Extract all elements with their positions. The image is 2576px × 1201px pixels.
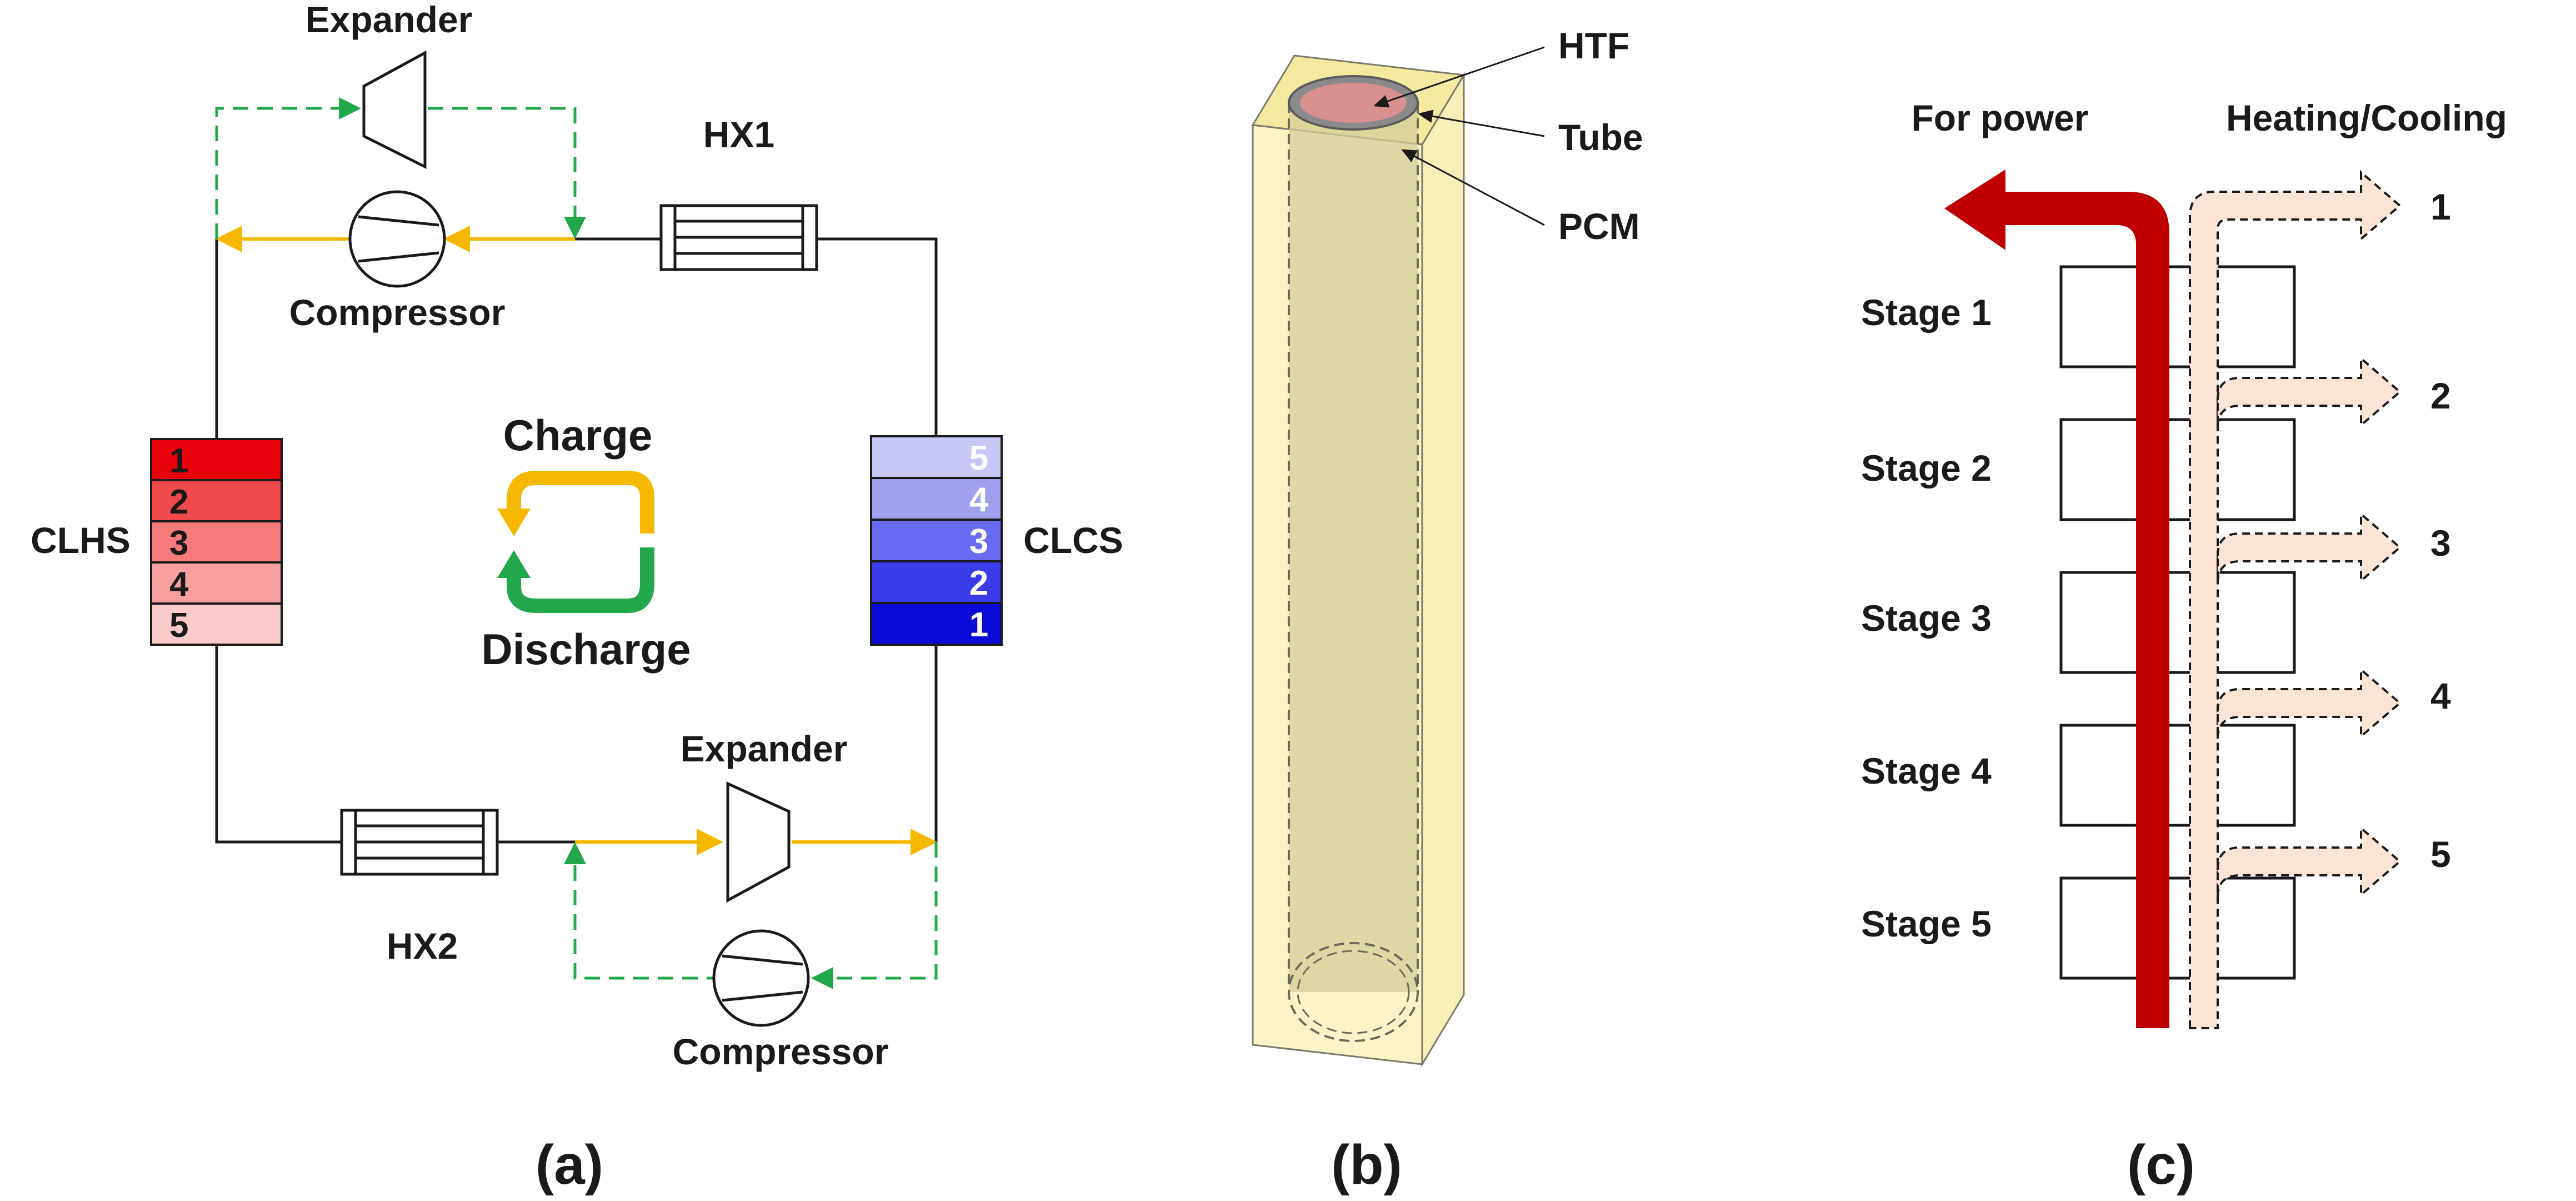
stage-5-box <box>2059 876 2296 980</box>
output-2-label: 2 <box>2430 375 2451 416</box>
cycle-icon <box>497 471 654 613</box>
for-power-label: For power <box>1911 97 2088 138</box>
clcs-num-3: 3 <box>969 522 988 561</box>
expander-bottom-icon <box>726 781 791 903</box>
htf-label: HTF <box>1558 25 1629 66</box>
panel-b: HTF Tube PCM (b) <box>1251 25 1643 1196</box>
pcm-label: PCM <box>1558 206 1640 247</box>
clhs-label: CLHS <box>31 520 131 561</box>
caption-c: (c) <box>2127 1134 2195 1196</box>
power-arrow <box>1944 170 2169 1028</box>
stage-4-label: Stage 4 <box>1861 750 1992 791</box>
clhs-segment-5 <box>150 602 283 646</box>
clhs-segment-2 <box>150 479 283 522</box>
expander-bottom-label: Expander <box>681 728 848 769</box>
hx1-icon <box>659 204 818 271</box>
heating-cooling-label: Heating/Cooling <box>2226 97 2507 138</box>
clhs-num-5: 5 <box>169 606 188 645</box>
heat-arrows <box>2189 170 2402 1029</box>
output-3-label: 3 <box>2430 522 2451 564</box>
clhs-segment-4 <box>150 561 283 605</box>
panel-c: For power Heating/Cooling Stage 1 Stage … <box>1861 97 2507 1196</box>
stage-4-box <box>2059 724 2296 827</box>
clhs-num-4: 4 <box>169 565 189 604</box>
clcs-num-4: 4 <box>969 481 989 519</box>
hx2-label: HX2 <box>387 925 458 966</box>
stage-2-label: Stage 2 <box>1861 447 1992 489</box>
compressor-bottom-label: Compressor <box>673 1031 889 1072</box>
clcs-num-5: 5 <box>969 439 988 477</box>
charge-label: Charge <box>503 411 653 460</box>
stage-1-box <box>2059 265 2296 368</box>
clcs-label: CLCS <box>1023 520 1123 561</box>
stage-3-label: Stage 3 <box>1861 597 1992 639</box>
tube-cylinder <box>1288 103 1419 1042</box>
leader-lines <box>1373 46 1545 226</box>
clcs-segment-5 <box>870 435 1003 479</box>
hx2-icon <box>340 809 499 876</box>
clcs-segment-2 <box>870 560 1003 604</box>
caption-b: (b) <box>1331 1134 1402 1196</box>
clhs-num-3: 3 <box>169 524 188 562</box>
expander-top-icon <box>362 50 427 170</box>
output-4-label: 4 <box>2430 675 2451 716</box>
output-5-label: 5 <box>2430 834 2451 875</box>
output-1-label: 1 <box>2430 186 2451 227</box>
compressor-bottom-icon <box>712 929 810 1027</box>
clhs-segment-3 <box>150 520 283 564</box>
clcs-num-2: 2 <box>969 564 988 602</box>
expander-top-label: Expander <box>306 0 473 40</box>
discharge-label: Discharge <box>481 625 691 674</box>
clhs-num-1: 1 <box>169 442 188 480</box>
clhs-stack: 1 2 3 4 5 <box>150 438 283 646</box>
compressor-top-label: Compressor <box>289 292 506 333</box>
caption-a: (a) <box>536 1134 603 1196</box>
top-discharge-line <box>215 97 586 239</box>
stage-3-box <box>2059 571 2296 674</box>
stage-boxes <box>2059 265 2296 980</box>
bottom-discharge-line <box>564 842 938 989</box>
tube-label: Tube <box>1558 117 1643 158</box>
clcs-segment-1 <box>870 602 1003 646</box>
clcs-segment-4 <box>870 477 1003 521</box>
htf-icon <box>1300 83 1407 123</box>
stage-2-box <box>2059 418 2296 521</box>
compressor-top-icon <box>348 190 446 288</box>
clcs-num-1: 1 <box>969 606 988 644</box>
panel-a: Expander Compressor HX1 1 2 3 4 5 CLHS <box>31 0 1123 1196</box>
clcs-stack: 5 4 3 2 1 <box>870 435 1003 646</box>
stage-5-label: Stage 5 <box>1861 903 1992 944</box>
main-loop-lines <box>215 237 938 844</box>
hx1-label: HX1 <box>703 114 774 155</box>
stage-1-label: Stage 1 <box>1861 292 1992 333</box>
clhs-num-2: 2 <box>169 483 188 521</box>
clcs-segment-3 <box>870 519 1003 562</box>
